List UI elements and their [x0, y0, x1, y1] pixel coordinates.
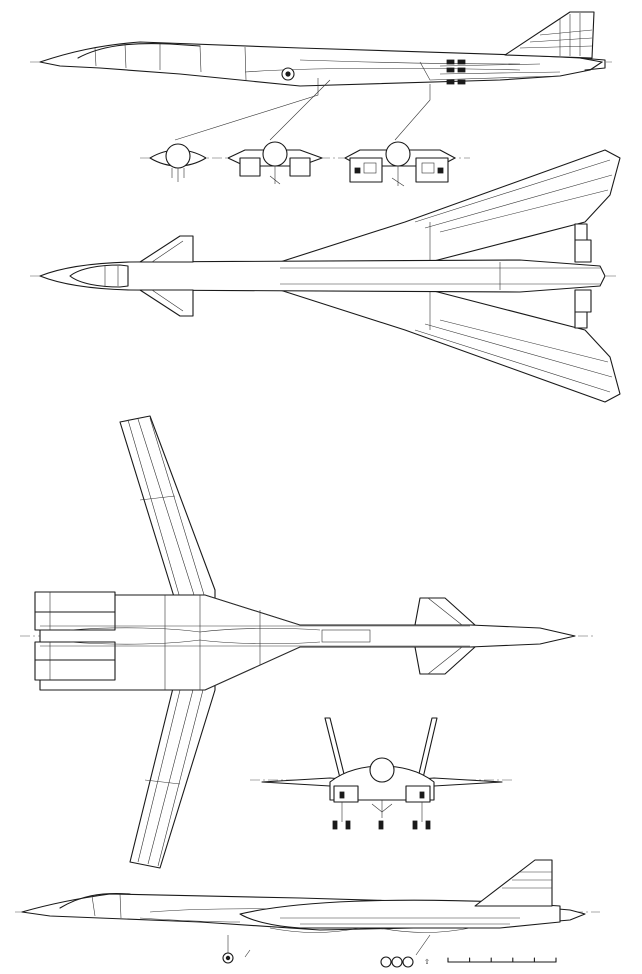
cross-section-1 — [149, 143, 207, 182]
cross-section-3 — [344, 141, 456, 187]
scale-ticks — [447, 957, 557, 963]
side-view-lower — [15, 859, 600, 968]
front-view — [250, 717, 512, 830]
scale-bar: ⇧ — [424, 957, 557, 966]
top-view-wings-extended — [20, 415, 596, 869]
cross-sections — [140, 141, 470, 187]
cross-section-2 — [227, 141, 323, 185]
scale-label: ⇧ — [424, 958, 430, 966]
top-view-wings-swept — [30, 149, 621, 403]
side-view-upper — [30, 11, 612, 141]
